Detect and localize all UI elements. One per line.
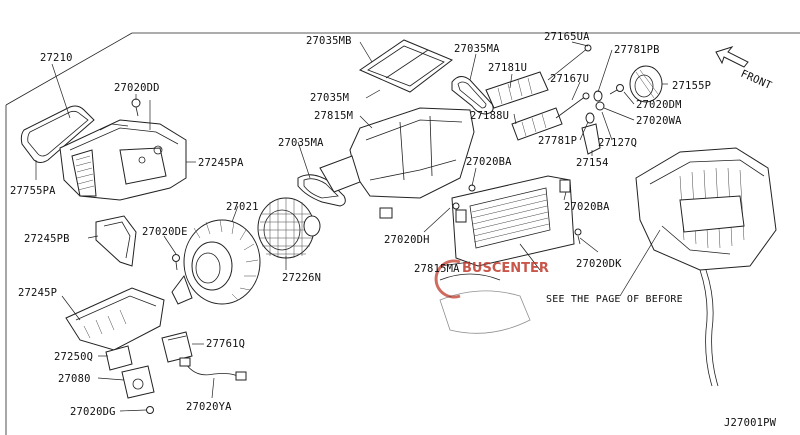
label-27188U: 27188U xyxy=(470,110,509,122)
fan-motor-27226N xyxy=(257,197,321,259)
label-27154: 27154 xyxy=(576,157,609,169)
front-arrow-icon xyxy=(715,46,749,68)
screw-27020DM xyxy=(609,84,624,95)
label-27155P: 27155P xyxy=(672,80,711,92)
label-27080: 27080 xyxy=(58,373,91,385)
label-27761Q: 27761Q xyxy=(206,338,245,350)
label-27781P: 27781P xyxy=(538,135,577,147)
rod-27165UA xyxy=(547,44,592,81)
label-27250Q: 27250Q xyxy=(54,351,93,363)
label-27035MA-top: 27035MA xyxy=(454,43,500,55)
label-27245PA: 27245PA xyxy=(198,157,244,169)
part-27181U xyxy=(485,71,549,109)
label-27020DK: 27020DK xyxy=(576,258,622,270)
case-27815M xyxy=(319,107,475,219)
label-27167U: 27167U xyxy=(550,73,589,85)
seal-27035MA-left xyxy=(297,174,346,207)
duct-27245PB xyxy=(95,215,137,267)
label-27020BA-top: 27020BA xyxy=(466,156,512,168)
harness-27020YA xyxy=(179,357,247,381)
bracket-27020BA-right xyxy=(559,179,571,193)
seal-27035MB xyxy=(358,39,453,93)
label-27210: 27210 xyxy=(40,52,73,64)
part-27250Q xyxy=(105,345,133,371)
gasket-27755PA xyxy=(20,105,95,163)
intake-duct-27210 xyxy=(59,119,187,201)
label-27020DG: 27020DG xyxy=(70,406,116,418)
see-page-note: SEE THE PAGE OF BEFORE xyxy=(546,294,683,305)
part-27761Q xyxy=(161,331,193,363)
label-27226N: 27226N xyxy=(282,272,321,284)
watermark: BUSCENTER xyxy=(434,259,549,334)
part-labels: 27210 27755PA 27020DD 27245PA 27035MB 27… xyxy=(10,31,777,429)
label-27165UA: 27165UA xyxy=(544,31,590,43)
front-label: FRONT xyxy=(739,68,774,92)
label-27781PB: 27781PB xyxy=(614,44,660,56)
label-27020YA: 27020YA xyxy=(186,401,232,413)
part-27188U xyxy=(511,107,563,141)
label-27021: 27021 xyxy=(226,201,259,213)
label-27020BA-right: 27020BA xyxy=(564,201,610,213)
screw-27020DH xyxy=(452,202,460,210)
bushing-27781P xyxy=(585,112,595,124)
diagram-frame xyxy=(5,32,800,435)
label-27245PB: 27245PB xyxy=(24,233,70,245)
label-27245P: 27245P xyxy=(18,287,57,299)
label-27127Q: 27127Q xyxy=(598,137,637,149)
watermark-text: BUSCENTER xyxy=(462,261,549,276)
label-27035MA-left: 27035MA xyxy=(278,137,324,149)
label-27020DD: 27020DD xyxy=(114,82,160,94)
screw-27020DK xyxy=(574,228,582,245)
label-27020DH: 27020DH xyxy=(384,234,430,246)
screw-27020DD xyxy=(131,98,141,117)
rod-27167U xyxy=(555,92,590,119)
bracket-27154 xyxy=(581,123,601,155)
part-27127Q xyxy=(595,101,605,111)
label-27181U: 27181U xyxy=(488,62,527,74)
label-27020DE: 27020DE xyxy=(142,226,188,238)
actuator-27155P xyxy=(629,65,663,103)
bushing-27781PB xyxy=(593,90,603,102)
screw-27020DE xyxy=(172,254,180,271)
label-27755PA: 27755PA xyxy=(10,185,56,197)
case-27815MA xyxy=(439,273,501,281)
leader-lines xyxy=(35,41,668,412)
screw-27020DG xyxy=(146,406,154,414)
duct-27245P xyxy=(65,287,165,351)
core-section xyxy=(451,175,575,271)
blower-housing-27021 xyxy=(171,219,261,305)
label-27035M: 27035M xyxy=(310,92,349,104)
part-27080 xyxy=(121,365,155,399)
diagram-code: J27001PW xyxy=(724,417,777,429)
label-27020DM: 27020DM xyxy=(636,99,682,111)
seal-27035MA-top xyxy=(451,76,494,115)
hvac-unit-assembly xyxy=(635,147,777,387)
label-27815M: 27815M xyxy=(314,110,353,122)
label-27815MA: 27815MA xyxy=(414,263,460,275)
label-27035MB: 27035MB xyxy=(306,35,352,47)
label-27020WA: 27020WA xyxy=(636,115,682,127)
